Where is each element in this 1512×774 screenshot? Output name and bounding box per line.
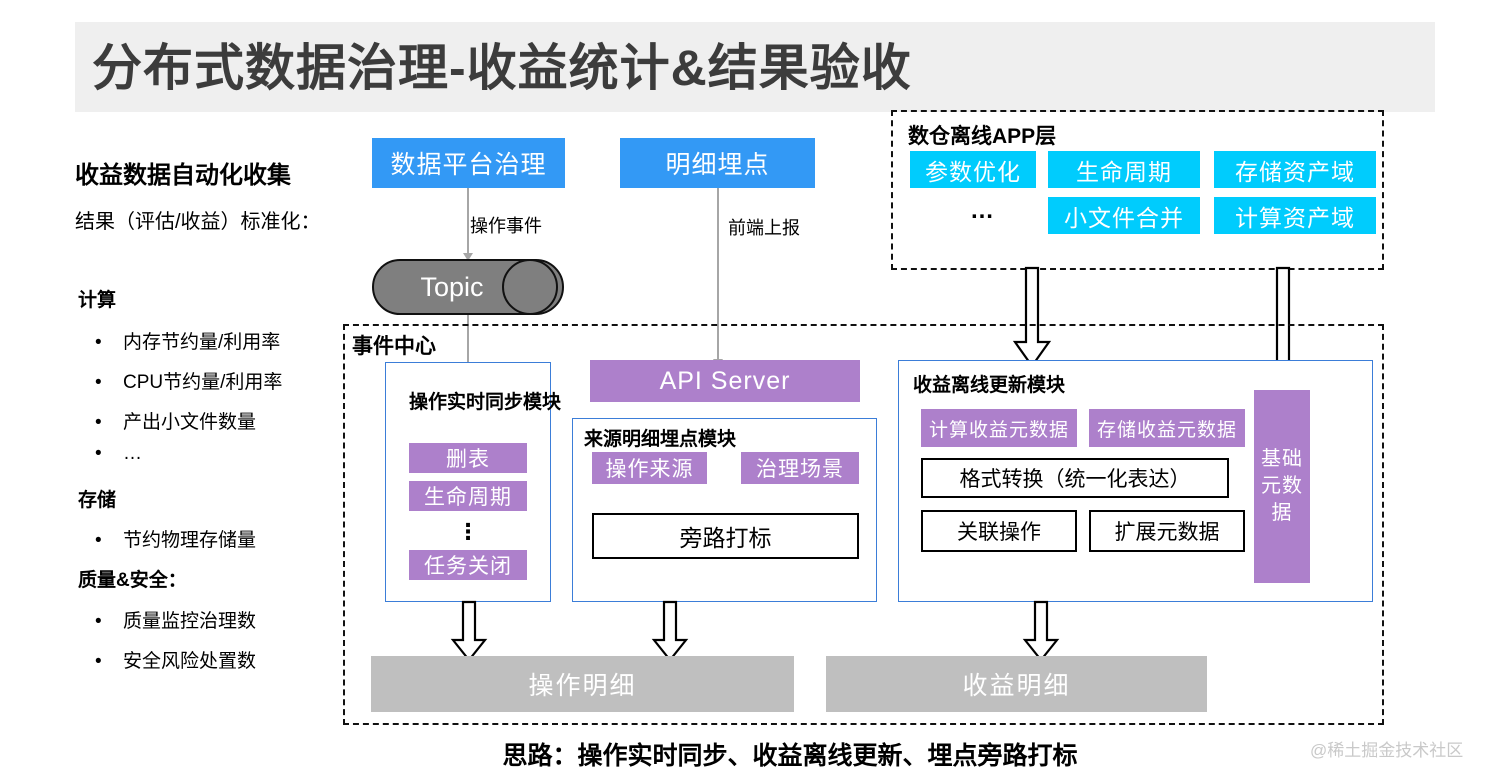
bullet-glyph: • xyxy=(95,372,102,393)
left-bullet-compute-3: •… xyxy=(95,443,142,465)
connector-governance-to-topic xyxy=(467,188,469,254)
bullet-glyph: • xyxy=(95,443,102,464)
app-layer-item-storage-asset[interactable]: 存储资产域 xyxy=(1214,151,1376,188)
left-group-title-compute: 计算 xyxy=(78,290,117,311)
bullet-glyph: • xyxy=(95,412,102,433)
source-chip-operation-origin[interactable]: 操作来源 xyxy=(592,452,707,484)
bullet-text: 节约物理存储量 xyxy=(123,530,257,551)
app-layer-container xyxy=(891,110,1384,270)
app-layer-item-lifecycle[interactable]: 生命周期 xyxy=(1048,151,1200,188)
topic-cap-shape xyxy=(502,259,558,315)
offline-box-related-operation[interactable]: 关联操作 xyxy=(921,510,1077,552)
left-bullet-compute-2: • 产出小文件数量 xyxy=(95,407,256,434)
bullet-text: 质量监控治理数 xyxy=(123,611,257,632)
realtime-item-task-close[interactable]: 任务关闭 xyxy=(409,550,527,580)
left-group-title-storage: 存储 xyxy=(78,490,117,511)
left-panel-heading: 收益数据自动化收集 xyxy=(75,162,291,189)
watermark: @稀土掘金技术社区 xyxy=(1310,741,1464,760)
bullet-text: 安全风险处置数 xyxy=(123,651,257,672)
node-api-server[interactable]: API Server xyxy=(590,360,860,402)
realtime-items-ellipsis: ⋮ xyxy=(457,519,479,544)
output-benefit-detail[interactable]: 收益明细 xyxy=(826,656,1207,712)
bullet-glyph: • xyxy=(95,530,102,551)
bullet-text: CPU节约量/利用率 xyxy=(123,372,283,393)
offline-chip-storage-benefit-meta[interactable]: 存储收益元数据 xyxy=(1089,409,1245,447)
offline-chip-compute-benefit-meta[interactable]: 计算收益元数据 xyxy=(921,409,1077,447)
source-tracking-module-title: 来源明细埋点模块 xyxy=(584,429,737,450)
source-chip-governance-scene[interactable]: 治理场景 xyxy=(741,452,859,484)
bullet-text: … xyxy=(123,443,142,464)
source-box-bypass-marking[interactable]: 旁路打标 xyxy=(592,513,859,559)
event-center-title: 事件中心 xyxy=(352,335,436,358)
offline-box-base-metadata[interactable]: 基础元数据 xyxy=(1254,390,1310,583)
left-bullet-compute-0: • 内存节约量/利用率 xyxy=(95,327,280,354)
app-layer-item-param-opt[interactable]: 参数优化 xyxy=(910,151,1036,188)
realtime-sync-module-title: 操作实时同步模块 xyxy=(409,392,562,413)
title-banner xyxy=(75,22,1435,112)
bullet-glyph: • xyxy=(95,651,102,672)
topic-label: Topic xyxy=(420,271,484,302)
bullet-glyph: • xyxy=(95,332,102,353)
left-bullet-compute-1: • CPU节约量/利用率 xyxy=(95,367,282,394)
block-arrow-source-to-operation-detail xyxy=(651,600,689,662)
node-data-platform-governance[interactable]: 数据平台治理 xyxy=(372,138,565,188)
node-topic-queue[interactable]: Topic xyxy=(372,259,564,315)
connector-topic-to-realtime xyxy=(467,315,469,365)
edge-label-operation-event: 操作事件 xyxy=(470,216,542,236)
event-center-container xyxy=(343,324,1384,725)
connector-tracking-to-api xyxy=(717,188,719,360)
connector-arrowhead xyxy=(463,253,473,261)
app-layer-item-small-file-merge[interactable]: 小文件合并 xyxy=(1048,197,1200,234)
realtime-item-drop-table[interactable]: 删表 xyxy=(409,443,527,473)
left-bullet-storage-0: • 节约物理存储量 xyxy=(95,525,256,552)
app-layer-ellipsis: … xyxy=(970,197,994,224)
left-bullet-quality-1: • 安全风险处置数 xyxy=(95,646,256,673)
offline-box-extended-metadata[interactable]: 扩展元数据 xyxy=(1089,510,1245,552)
node-detail-tracking[interactable]: 明细埋点 xyxy=(620,138,815,188)
left-panel-subheading: 结果（评估/收益）标准化： xyxy=(75,211,321,233)
block-arrow-realtime-to-operation-detail xyxy=(450,600,488,662)
block-arrow-offline-to-benefit-detail xyxy=(1022,600,1060,662)
app-layer-item-compute-asset[interactable]: 计算资产域 xyxy=(1214,197,1376,234)
app-layer-title: 数仓离线APP层 xyxy=(908,125,1057,148)
offline-update-module-title: 收益离线更新模块 xyxy=(913,375,1066,396)
block-arrow-app-to-offline xyxy=(1012,266,1052,368)
edge-label-frontend-report: 前端上报 xyxy=(728,218,800,238)
bullet-text: 产出小文件数量 xyxy=(123,412,257,433)
footer-summary: 思路：操作实时同步、收益离线更新、埋点旁路打标 xyxy=(502,742,1078,770)
offline-box-format-conversion[interactable]: 格式转换（统一化表达） xyxy=(921,458,1229,498)
realtime-item-lifecycle[interactable]: 生命周期 xyxy=(409,481,527,511)
output-operation-detail[interactable]: 操作明细 xyxy=(371,656,794,712)
source-tracking-module xyxy=(572,418,877,602)
left-group-title-quality: 质量&安全： xyxy=(78,570,187,591)
left-bullet-quality-0: • 质量监控治理数 xyxy=(95,606,256,633)
bullet-text: 内存节约量/利用率 xyxy=(123,332,281,353)
bullet-glyph: • xyxy=(95,611,102,632)
page-title: 分布式数据治理-收益统计&结果验收 xyxy=(92,40,912,96)
